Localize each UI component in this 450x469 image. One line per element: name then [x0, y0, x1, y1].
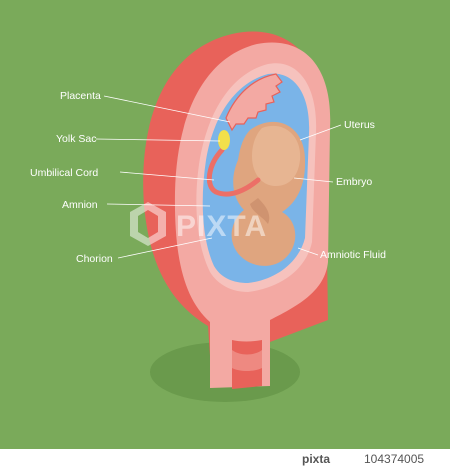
watermark-logo-icon	[130, 202, 166, 246]
label-placenta: Placenta	[60, 90, 101, 102]
footer-image-id: 104374005	[364, 452, 425, 466]
label-chorion: Chorion	[76, 253, 113, 265]
embryo-head-shade	[252, 125, 301, 186]
leader-lines	[95, 95, 342, 259]
placenta	[225, 73, 283, 132]
cervix-plug	[232, 350, 262, 371]
label-amnion: Amnion	[62, 199, 98, 211]
label-embryo: Embryo	[336, 176, 372, 188]
yolk-sac	[218, 130, 230, 150]
watermark: PIXTA	[130, 202, 267, 246]
label-yolk-sac: Yolk Sac	[56, 133, 96, 145]
embryo-limb	[250, 198, 270, 224]
footer-bar: pixta 104374005	[0, 449, 450, 469]
footer-brand: pixta	[302, 452, 331, 466]
umbilical-cord	[206, 147, 261, 197]
watermark-text: PIXTA	[176, 210, 267, 243]
label-amniotic-fluid: Amniotic Fluid	[320, 249, 386, 261]
label-umbilical-cord: Umbilical Cord	[30, 167, 98, 179]
label-uterus: Uterus	[344, 119, 375, 131]
